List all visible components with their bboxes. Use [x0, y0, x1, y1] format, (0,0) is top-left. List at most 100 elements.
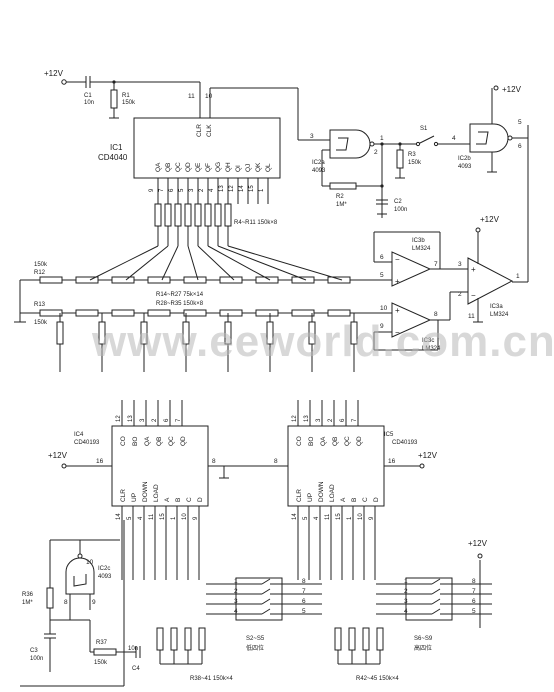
- ic4-top-label: QD: [180, 436, 187, 446]
- r12-ref: R12: [34, 270, 46, 276]
- ic5-bottom-label: CLR: [296, 489, 303, 502]
- r4-r11-label: R4~R11 150k×8: [234, 220, 278, 226]
- ic5-part: CD40193: [392, 440, 418, 446]
- s6-s9-pin-right: 6: [472, 598, 476, 605]
- r38-41-resistor: [170, 627, 178, 651]
- ic5-bottom-label: D: [373, 497, 380, 502]
- svg-text:+: +: [395, 277, 400, 286]
- ic4-bottom-label: DOWN: [142, 481, 149, 502]
- ic5-cd40193: IC5 CD40193 12CO13BO3QA2QB6QC7QDCLR14UP5…: [274, 400, 438, 580]
- ic5-top-num: 7: [352, 418, 358, 422]
- s2-s5-pin-left: 3: [234, 598, 238, 605]
- ic2b-ref: IC2b: [458, 156, 471, 162]
- ic5-bottom-num: 15: [336, 513, 342, 520]
- ic5-top-label: QD: [356, 436, 363, 446]
- ladder-resistor: [75, 276, 99, 284]
- ladder-resistor: [255, 309, 279, 317]
- r1-value: 150k: [122, 100, 136, 106]
- supply-label-6: +12V: [468, 539, 488, 548]
- r42-45-resistor: [376, 627, 384, 651]
- r28-r35-label: R28~R35 150k×8: [156, 301, 204, 307]
- ic2b-gate: 5 6 +12V IC2b 4093: [458, 85, 529, 282]
- ic3b-pin6: 6: [380, 254, 384, 261]
- ic2c-part: 4093: [98, 574, 112, 580]
- ic5-top-num: 13: [304, 415, 310, 422]
- s2-s5-contact: [261, 588, 271, 595]
- r42-45-resistor: [362, 627, 370, 651]
- ic5-top-num: 12: [292, 415, 298, 422]
- s2-s5-pin-right: 6: [302, 598, 306, 605]
- ic3a-pin1: 1: [516, 273, 520, 280]
- ic5-bottom-label: A: [340, 497, 347, 502]
- ic2c-pin8: 8: [64, 599, 68, 606]
- s6-s9-contact: [431, 608, 441, 615]
- ic5-top-label: CO: [296, 436, 303, 446]
- ic5-pin8: 8: [274, 458, 278, 465]
- ic2b-pin4: 4: [452, 135, 456, 142]
- ladder-tap: [187, 245, 199, 281]
- ic4-top-label: QC: [168, 436, 175, 446]
- ladder-resistor: [183, 309, 207, 317]
- ladder-resistor: [183, 276, 207, 284]
- r42-45-label: R42~45 150k×4: [356, 676, 399, 682]
- s2-s5-pin-right: 5: [302, 608, 306, 615]
- ladder-tap: [197, 245, 235, 281]
- ic5-top-label: QA: [320, 436, 327, 446]
- r37-ref: R37: [96, 640, 108, 646]
- ic4-top-num: 2: [152, 418, 158, 422]
- s6-s9-pin-right: 5: [472, 608, 476, 615]
- ladder-tap: [89, 245, 159, 281]
- ic2a-pin1: 1: [380, 135, 384, 142]
- r38-41-label: R38~41 150k×4: [190, 676, 233, 682]
- input-section: +12V C1 10n R1 150k 11 10: [44, 69, 299, 140]
- ladder-resistor: [327, 309, 351, 317]
- ladder-resistor: [39, 276, 63, 284]
- ic3a-pin3: 3: [458, 261, 462, 268]
- c3-ref: C3: [30, 648, 38, 654]
- r36-ref: R36: [22, 592, 34, 598]
- ladder-tap: [227, 245, 343, 281]
- ladder-resistor: [219, 276, 243, 284]
- ic2a-oscillator: 3 1 2 IC2a 4093 R2 1M* C2 100n R3 150k S…: [298, 126, 470, 218]
- r3-ref: R3: [408, 152, 416, 158]
- r3-value: 150k: [408, 160, 422, 166]
- ic5-ref: IC5: [384, 432, 394, 438]
- s2-s5-pin-left: 2: [234, 588, 238, 595]
- ic1-out-pin-num: 9: [149, 188, 155, 192]
- ic4-bottom-num: 4: [138, 516, 144, 520]
- s2-s5-pin-right: 8: [302, 578, 306, 585]
- ic4-bottom-num: 15: [160, 513, 166, 520]
- ic4-bottom-label: D: [197, 497, 204, 502]
- ladder-tap: [161, 245, 179, 281]
- r42-45-resistor: [334, 627, 342, 651]
- ic5-bottom-label: DOWN: [318, 481, 325, 502]
- ic1-out-pin-num: 1: [259, 188, 265, 192]
- ic4-bottom-num: 9: [193, 516, 199, 520]
- s2-s5-contact: [261, 598, 271, 605]
- c4-value: 10n: [128, 646, 138, 652]
- r4-r11-resistor: [164, 203, 172, 227]
- s2-s5-pin-left: 1: [234, 578, 238, 585]
- svg-text:−: −: [395, 255, 400, 264]
- ic5-top-label: QC: [344, 436, 351, 446]
- ic2a-pin3: 3: [310, 133, 314, 140]
- ladder-resistor: [327, 276, 351, 284]
- r4-r11-resistor: [214, 203, 222, 227]
- ic1-clk-label: CLK: [206, 124, 213, 137]
- ic1-out-pin-num: 6: [169, 188, 175, 192]
- supply-label-1: +12V: [44, 69, 64, 78]
- ladder-tap: [207, 245, 271, 281]
- r38-41-resistor: [198, 627, 206, 651]
- r4-r11-resistor: [194, 203, 202, 227]
- r4-r11-resistor: [224, 203, 232, 227]
- s6-s9-contact: [431, 598, 441, 605]
- ic4-cd40193: IC4 CD40193 12CO13BO3QA2QB6QC7QDCLR14UP5…: [48, 400, 288, 580]
- ic1-out-label: QL: [265, 163, 272, 172]
- ic1-out-pin-num: 5: [179, 188, 185, 192]
- ic5-bottom-label: B: [351, 498, 358, 502]
- svg-text:+: +: [471, 265, 476, 274]
- s2-s5-ref: S2~S5: [246, 636, 265, 642]
- opamp-section: − + 6 5 7 IC3b LM324 + − 3 2 1 +12V 11 I…: [373, 215, 528, 352]
- ic4-top-label: CO: [120, 436, 127, 446]
